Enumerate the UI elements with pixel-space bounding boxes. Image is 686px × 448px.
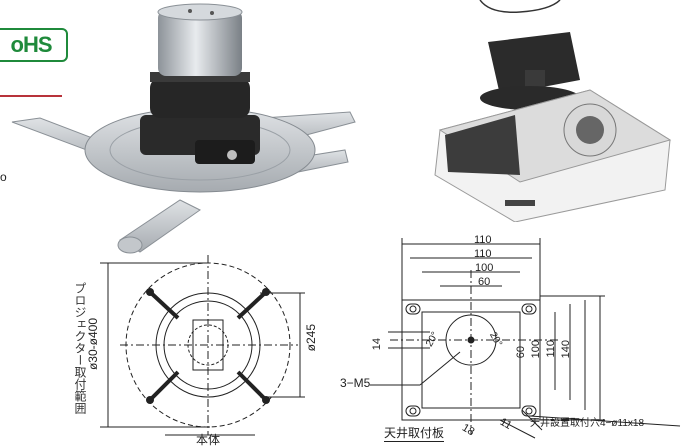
dimension-110-inner: 110 bbox=[474, 248, 492, 260]
dimension-14: 14 bbox=[371, 338, 383, 351]
dimension-100-right: 100 bbox=[530, 340, 542, 359]
thread-m5-label: 3−M5 bbox=[340, 376, 371, 390]
mount-top-view-drawing bbox=[100, 255, 305, 436]
rohs-badge: oHS bbox=[0, 28, 68, 62]
dimension-100: 100 bbox=[475, 262, 494, 274]
mount-range-dimension: ø30-ø400 bbox=[86, 318, 100, 371]
dimension-140-right: 140 bbox=[560, 340, 572, 359]
projector-photo bbox=[434, 0, 672, 222]
dimension-60-top: 60 bbox=[478, 276, 491, 288]
diameter-245-label: ø245 bbox=[304, 324, 318, 352]
ceiling-plate-drawing bbox=[370, 238, 681, 439]
ceiling-plate-label: 天井取付板 bbox=[384, 426, 445, 442]
dimension-60-right: 60 bbox=[515, 346, 527, 359]
projector-mount-range-caption: プロジェクター取付範囲 bbox=[73, 282, 87, 414]
dimension-110-outer: 110 bbox=[474, 234, 492, 246]
divider-line bbox=[0, 95, 62, 97]
ceiling-hole-spec-label: 天井設置取付穴4−ø11x18 bbox=[530, 418, 645, 429]
body-label: 本体 bbox=[196, 433, 221, 447]
ceiling-mount-photo bbox=[11, 3, 356, 254]
dimension-110-right: 110 bbox=[545, 340, 557, 358]
stray-text: o bbox=[0, 170, 7, 184]
